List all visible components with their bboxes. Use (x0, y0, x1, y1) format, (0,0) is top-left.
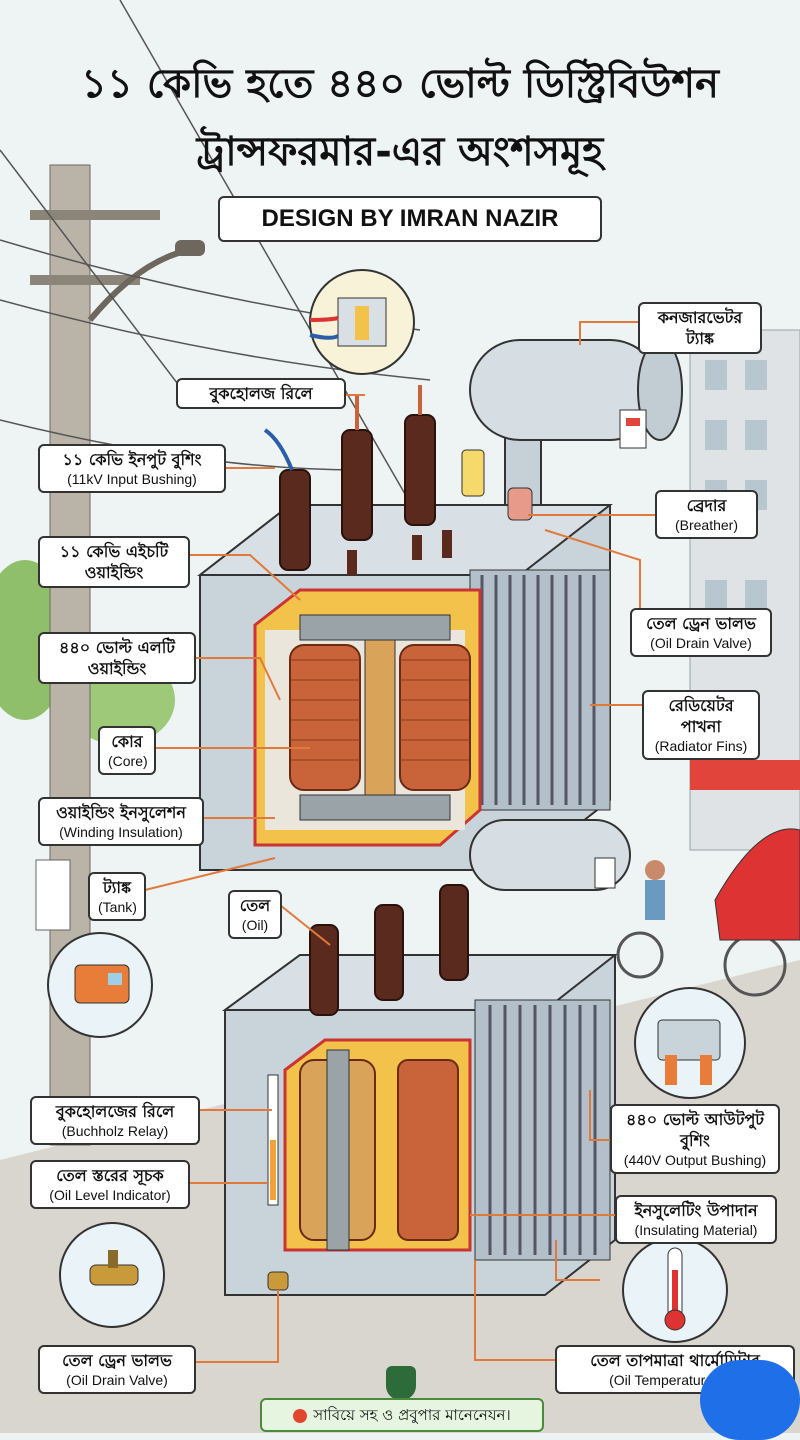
label-oil: তেল (Oil) (228, 890, 282, 939)
label-buchholz-bottom-en: (Buchholz Relay) (61, 1123, 169, 1139)
label-breather: ব্রেদার (Breather) (655, 490, 758, 539)
label-input-bushing: ১১ কেভি ইনপুট বুশিং (11kV Input Bushing) (38, 444, 226, 493)
label-hv-winding-bn: ১১ কেভি এইচটি ওয়াইন্ডিং (59, 542, 169, 582)
label-buchholz-top-bn: বুকহোলজ রিলে (209, 384, 313, 403)
top-transformer (197, 339, 683, 871)
main-title-line1: ১১ কেভি হতে ৪৪০ ভোল্ট ডিস্ট্রিবিউশন (81, 61, 719, 107)
buildings-right (689, 329, 800, 851)
label-input-bushing-en: (11kV Input Bushing) (67, 471, 197, 487)
label-breather-en: (Breather) (674, 517, 739, 533)
shield-icon (386, 1366, 416, 1400)
like-thumb-icon[interactable] (700, 1360, 800, 1440)
thermometer-inset-right (622, 1237, 728, 1343)
label-tank-bn: ট্যাঙ্ক (102, 878, 131, 897)
bushing-inset-right (634, 987, 746, 1099)
relay-inset-left (47, 932, 153, 1038)
label-conservator-bn: কনজারভেটর ট্যাঙ্ক (657, 308, 743, 348)
label-oil-drain-bottom: তেল ড্রেন ভালভ (Oil Drain Valve) (38, 1345, 196, 1394)
label-oil-drain-bottom-en: (Oil Drain Valve) (66, 1372, 168, 1388)
label-oil-drain-top-bn: তেল ড্রেন ভালভ (646, 614, 756, 633)
label-core-en: (Core) (108, 753, 148, 769)
bottom-transformer (221, 819, 631, 1296)
leader-lines (144, 321, 660, 1363)
label-core: কোর (Core) (98, 726, 156, 775)
label-oil-level-bn: তেল স্তরের সূচক (56, 1166, 164, 1185)
rickshaw (616, 828, 800, 997)
label-breather-bn: ব্রেদার (686, 496, 727, 515)
label-insulating-bn: ইনসুলেটিং উপাদান (634, 1201, 758, 1220)
label-buchholz-bottom-bn: বুকহোলজের রিলে (55, 1102, 175, 1121)
label-oil-drain-bottom-bn: তেল ড্রেন ভালভ (62, 1351, 172, 1370)
valve-inset-left (59, 1222, 165, 1328)
label-winding-insulation-bn: ওয়াইন্ডিং ইনসুলেশন (56, 803, 186, 822)
label-core-bn: কোর (111, 732, 143, 751)
label-radiator-bn: রেডিয়েটর পাখনা (668, 696, 734, 736)
footer-text: সাবিয়ে সহ ও প্রবুপার মানেনেযন। (313, 1406, 511, 1424)
label-oil-drain-top: তেল ড্রেন ভালভ (Oil Drain Valve) (630, 608, 772, 657)
label-lv-winding: ৪৪০ ভোল্ট এলটি ওয়াইন্ডিং (38, 632, 196, 684)
label-oil-level-indicator: তেল স্তরের সূচক (Oil Level Indicator) (30, 1160, 190, 1209)
windings-top-drawing (289, 644, 471, 791)
label-radiator-fins: রেডিয়েটর পাখনা (Radiator Fins) (642, 690, 760, 760)
label-oil-bn: তেল (239, 896, 271, 915)
label-insulating-material: ইনসুলেটিং উপাদান (Insulating Material) (615, 1195, 777, 1244)
label-oil-en: (Oil) (241, 917, 269, 933)
label-oil-level-en: (Oil Level Indicator) (49, 1187, 171, 1203)
label-output-bushing-bn: ৪৪০ ভোল্ট আউটপুট বুশিং (625, 1110, 765, 1150)
label-buchholz-bottom: বুকহোলজের রিলে (Buchholz Relay) (30, 1096, 200, 1145)
label-tank-en: (Tank) (98, 899, 137, 915)
radiator-fins-drawing (469, 569, 611, 811)
footer-note: সাবিয়ে সহ ও প্রবুপার মানেনেযন। (260, 1398, 544, 1432)
label-buchholz-top: বুকহোলজ রিলে (176, 378, 346, 409)
label-lv-winding-bn: ৪৪০ ভোল্ট এলটি ওয়াইন্ডিং (58, 638, 176, 678)
label-conservator-tank: কনজারভেটর ট্যাঙ্ক (638, 302, 762, 354)
label-tank: ট্যাঙ্ক (Tank) (88, 872, 146, 921)
label-output-bushing: ৪৪০ ভোল্ট আউটপুট বুশিং (440V Output Bush… (610, 1104, 780, 1174)
label-output-bushing-en: (440V Output Bushing) (623, 1152, 767, 1168)
label-oil-temp-bn: তেল তাপমাত্রা থার্মোমিটার (590, 1351, 760, 1370)
hv-bushings-drawing (263, 385, 436, 571)
alert-dot-icon (293, 1408, 308, 1423)
label-radiator-en: (Radiator Fins) (654, 738, 748, 754)
main-title-line2: ট্রান্সফরমার-এর অংশসমূহ (196, 129, 604, 175)
buchholz-inset-top (309, 269, 415, 375)
label-input-bushing-bn: ১১ কেভি ইনপুট বুশিং (62, 450, 202, 469)
label-oil-drain-top-en: (Oil Drain Valve) (650, 635, 752, 651)
label-winding-insulation: ওয়াইন্ডিং ইনসুলেশন (Winding Insulation) (38, 797, 204, 846)
design-credit: DESIGN BY IMRAN NAZIR (218, 196, 602, 242)
label-insulating-en: (Insulating Material) (634, 1222, 758, 1238)
label-winding-insulation-en: (Winding Insulation) (59, 824, 183, 840)
label-hv-winding: ১১ কেভি এইচটি ওয়াইন্ডিং (38, 536, 190, 588)
